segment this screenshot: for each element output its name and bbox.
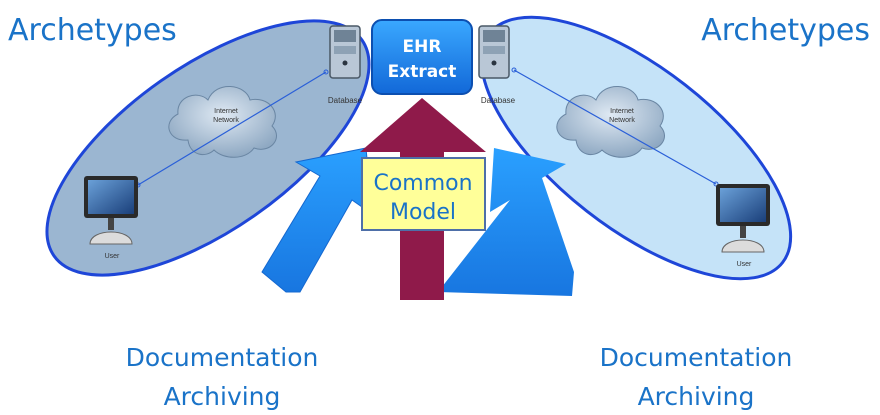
common-model-line1: Common — [373, 171, 472, 196]
right-archiving-label: Archiving — [638, 382, 755, 411]
left-network-line1: Internet — [214, 108, 238, 115]
right-user-computer-icon — [716, 184, 770, 253]
ehr-extract-line1: EHR — [403, 37, 442, 57]
left-network-line2: Network — [213, 117, 239, 124]
left-user-computer-icon — [84, 176, 138, 245]
left-archetypes-title: Archetypes — [8, 13, 177, 48]
left-documentation-label: Documentation — [126, 343, 319, 372]
right-network-line2: Network — [609, 117, 635, 124]
ehr-extract-box — [371, 19, 473, 95]
right-database-label: Database — [481, 96, 516, 105]
right-documentation-label: Documentation — [600, 343, 793, 372]
left-database-icon — [329, 25, 361, 79]
right-network-line1: Internet — [610, 108, 634, 115]
left-cloud-icon — [168, 86, 277, 158]
right-user-label: User — [737, 261, 752, 268]
right-archetypes-title: Archetypes — [701, 13, 870, 48]
right-connection-line — [513, 69, 717, 185]
left-blue-arrow — [262, 148, 372, 292]
right-database-icon — [478, 25, 510, 79]
left-archiving-label: Archiving — [164, 382, 281, 411]
common-model-box — [361, 157, 486, 231]
right-blue-arrow — [438, 148, 574, 296]
left-database-label: Database — [328, 96, 363, 105]
common-model-line2: Model — [390, 200, 456, 225]
left-user-label: User — [105, 253, 120, 260]
ehr-extract-line2: Extract — [388, 62, 457, 82]
left-connection-line — [137, 71, 327, 186]
